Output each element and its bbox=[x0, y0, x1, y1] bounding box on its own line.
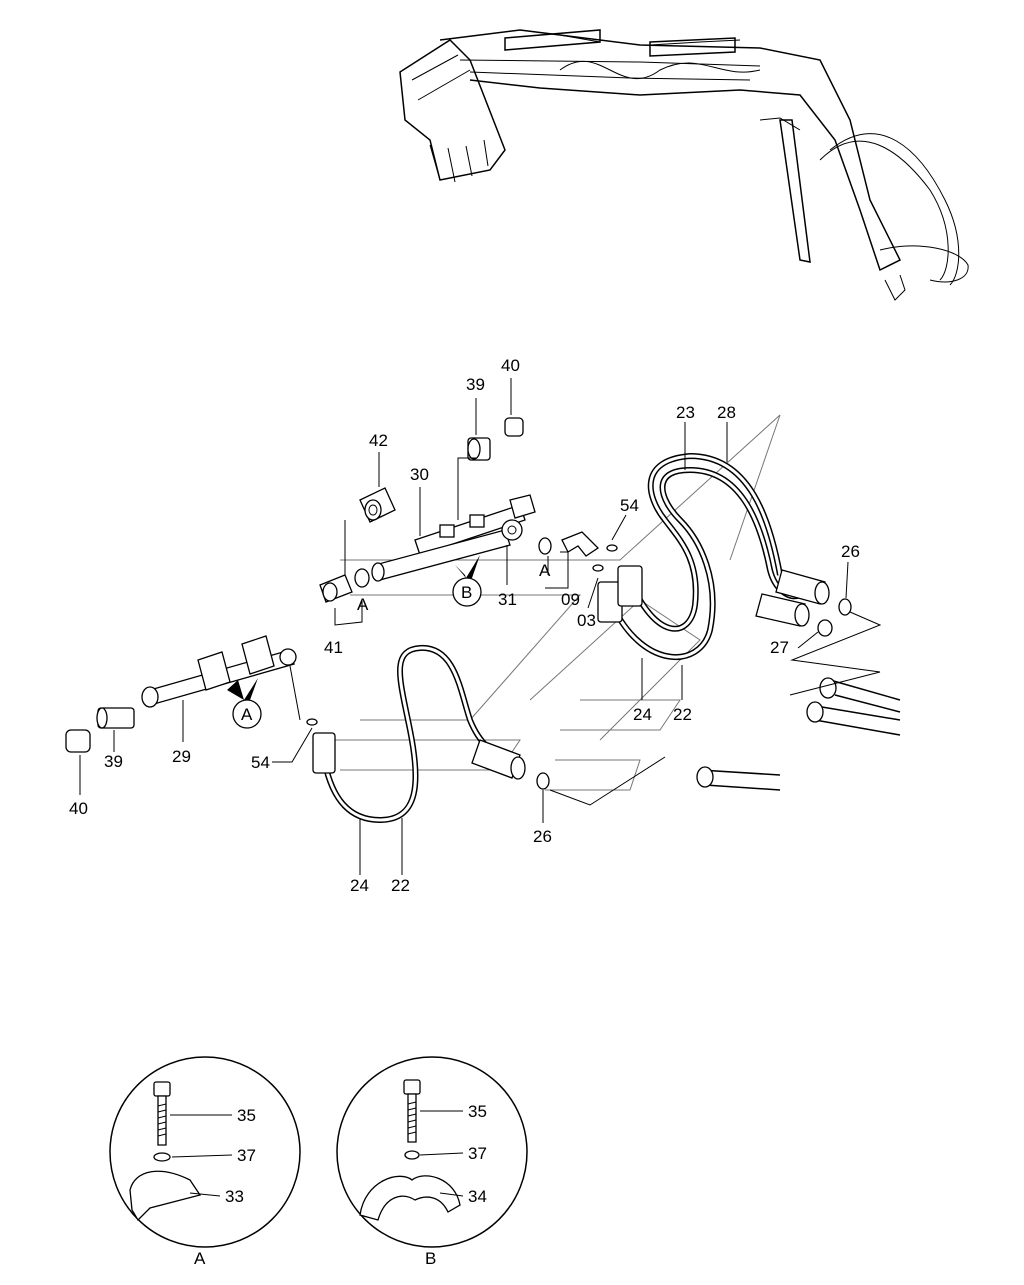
label-22-upper: 22 bbox=[673, 705, 692, 724]
label-29: 29 bbox=[172, 747, 191, 766]
part-39-fitting-lower bbox=[96, 707, 135, 729]
label-22-lower: 22 bbox=[391, 876, 410, 895]
label-24-lower: 24 bbox=[350, 876, 369, 895]
outlet-pipes-right bbox=[696, 677, 901, 791]
part-40-cap-lower bbox=[65, 729, 91, 753]
label-26-right: 26 bbox=[841, 542, 860, 561]
label-28: 28 bbox=[717, 403, 736, 422]
label-39-upper: 39 bbox=[466, 375, 485, 394]
detail-view-a bbox=[109, 1056, 301, 1248]
label-54-lower: 54 bbox=[251, 753, 270, 772]
label-b-marker: B bbox=[461, 583, 472, 602]
hose-22-24-upper bbox=[597, 452, 830, 661]
label-detail-b-37: 37 bbox=[468, 1144, 487, 1163]
excavator-arm-illustration bbox=[399, 29, 969, 301]
part-42-nut bbox=[359, 487, 396, 523]
label-a-marker: A bbox=[241, 705, 253, 724]
label-detail-a-35: 35 bbox=[237, 1106, 256, 1125]
label-31: 31 bbox=[498, 590, 517, 609]
pipe-assembly-30 bbox=[371, 494, 536, 582]
part-40-cap-upper bbox=[504, 417, 524, 437]
part-39-fitting-upper bbox=[467, 437, 491, 461]
label-30: 30 bbox=[410, 465, 429, 484]
label-detail-b-caption: B bbox=[425, 1249, 436, 1268]
part-labels: 40 39 42 30 54 23 28 26 27 A A B 41 31 0… bbox=[69, 356, 860, 1268]
hose-22-24-lower bbox=[312, 644, 526, 824]
label-39-lower: 39 bbox=[104, 752, 123, 771]
label-03: 03 bbox=[577, 611, 596, 630]
pipe-29 bbox=[141, 635, 297, 708]
label-27: 27 bbox=[770, 638, 789, 657]
label-09: 09 bbox=[561, 590, 580, 609]
label-detail-a-caption: A bbox=[194, 1249, 206, 1268]
label-detail-a-37: 37 bbox=[237, 1146, 256, 1165]
label-40-lower: 40 bbox=[69, 799, 88, 818]
part-41-fitting bbox=[319, 568, 370, 603]
label-54-upper: 54 bbox=[620, 496, 639, 515]
label-a-left: A bbox=[357, 595, 369, 614]
label-detail-b-35: 35 bbox=[468, 1102, 487, 1121]
section-marker-a bbox=[227, 678, 262, 729]
label-41: 41 bbox=[324, 638, 343, 657]
label-detail-b-34: 34 bbox=[468, 1187, 487, 1206]
label-detail-a-33: 33 bbox=[225, 1187, 244, 1206]
seals bbox=[306, 544, 852, 790]
section-marker-b bbox=[452, 555, 482, 607]
label-40-upper: 40 bbox=[501, 356, 520, 375]
label-a-right: A bbox=[539, 561, 551, 580]
leader-lines bbox=[79, 378, 882, 875]
label-26-lower: 26 bbox=[533, 827, 552, 846]
detail-view-b bbox=[336, 1056, 528, 1248]
label-24-upper: 24 bbox=[633, 705, 652, 724]
label-42: 42 bbox=[369, 431, 388, 450]
label-23: 23 bbox=[676, 403, 695, 422]
